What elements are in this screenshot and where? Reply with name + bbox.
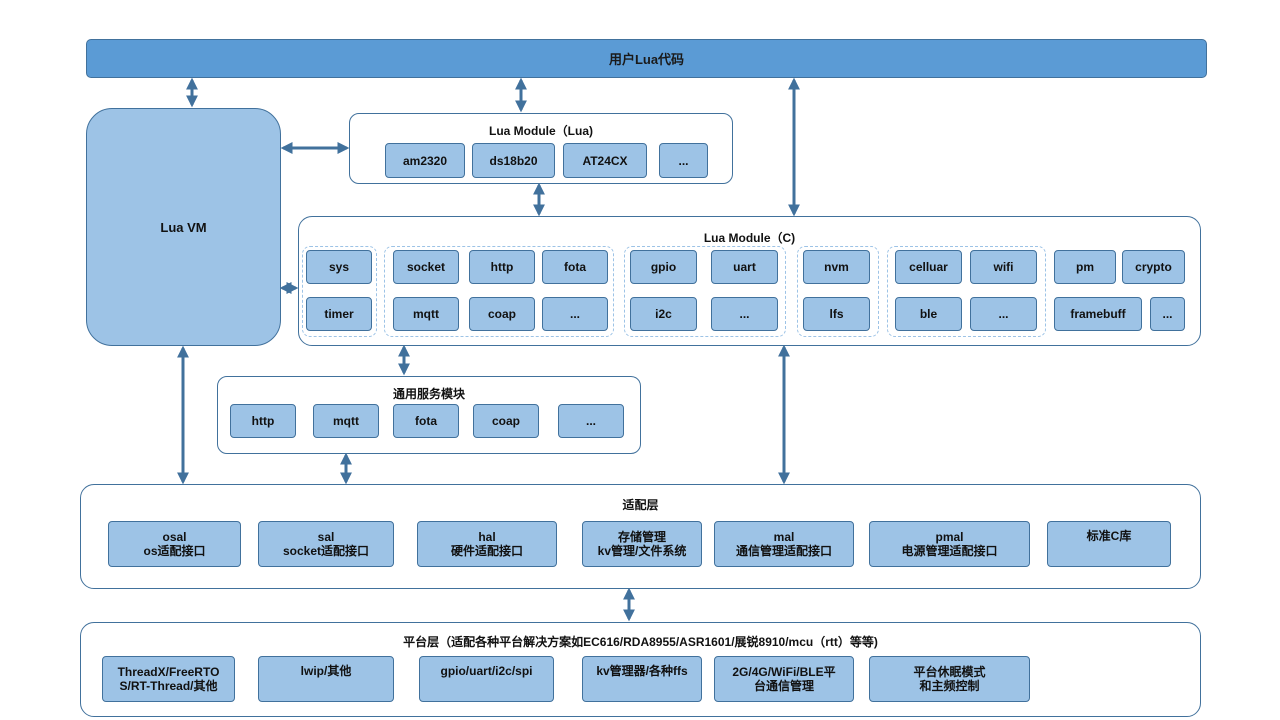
- lua-vm-block: Lua VM: [86, 108, 281, 346]
- module-http: http: [469, 250, 535, 284]
- group-network: [384, 246, 614, 337]
- module-gpio: gpio: [630, 250, 697, 284]
- module-socket: socket: [393, 250, 459, 284]
- lua-vm-label: Lua VM: [160, 219, 207, 235]
- platform-peripherals: gpio/uart/i2c/spi: [419, 656, 554, 702]
- service-fota: fota: [393, 404, 459, 438]
- module-timer: timer: [306, 297, 372, 331]
- module-sys: sys: [306, 250, 372, 284]
- module-i2c: i2c: [630, 297, 697, 331]
- group-wireless: [887, 246, 1046, 337]
- platform-storage: kv管理器/各种ffs: [582, 656, 702, 702]
- platform-network-stack: lwip/其他: [258, 656, 394, 702]
- adapter-std-c-lib: 标准C库: [1047, 521, 1171, 567]
- group-storage: [797, 246, 879, 337]
- module-lua-more: ...: [659, 143, 708, 178]
- common-services-title: 通用服务模块: [392, 387, 465, 401]
- service-more: ...: [558, 404, 624, 438]
- module-framebuff: framebuff: [1054, 297, 1142, 331]
- module-crypto: crypto: [1122, 250, 1185, 284]
- module-wifi: wifi: [970, 250, 1037, 284]
- lua-module-c-title: Lua Module（C): [703, 231, 796, 245]
- service-mqtt: mqtt: [313, 404, 379, 438]
- platform-layer-title: 平台层（适配各种平台解决方案如EC616/RDA8955/ASR1601/展锐8…: [403, 635, 878, 649]
- platform-power: 平台休眠模式和主频控制: [869, 656, 1030, 702]
- module-fota: fota: [542, 250, 608, 284]
- service-coap: coap: [473, 404, 539, 438]
- module-am2320: am2320: [385, 143, 465, 178]
- module-ds18b20: ds18b20: [472, 143, 555, 178]
- module-nvm: nvm: [803, 250, 870, 284]
- group-sys: [302, 246, 377, 337]
- module-uart: uart: [711, 250, 778, 284]
- module-wireless-more: ...: [970, 297, 1037, 331]
- module-mqtt: mqtt: [393, 297, 459, 331]
- module-at24cx: AT24CX: [563, 143, 647, 178]
- module-ble: ble: [895, 297, 962, 331]
- user-lua-code-bar: 用户Lua代码: [86, 39, 1207, 78]
- module-misc-more: ...: [1150, 297, 1185, 331]
- lua-module-lua-title: Lua Module（Lua): [489, 124, 593, 138]
- group-peripheral: [624, 246, 786, 337]
- module-coap: coap: [469, 297, 535, 331]
- module-network-more: ...: [542, 297, 608, 331]
- user-lua-code-label: 用户Lua代码: [608, 52, 685, 67]
- module-peripheral-more: ...: [711, 297, 778, 331]
- service-http: http: [230, 404, 296, 438]
- module-lfs: lfs: [803, 297, 870, 331]
- platform-communication: 2G/4G/WiFi/BLE平台通信管理: [714, 656, 854, 702]
- module-pm: pm: [1054, 250, 1116, 284]
- adapter-layer-title: 适配层: [622, 498, 659, 512]
- module-celluar: celluar: [895, 250, 962, 284]
